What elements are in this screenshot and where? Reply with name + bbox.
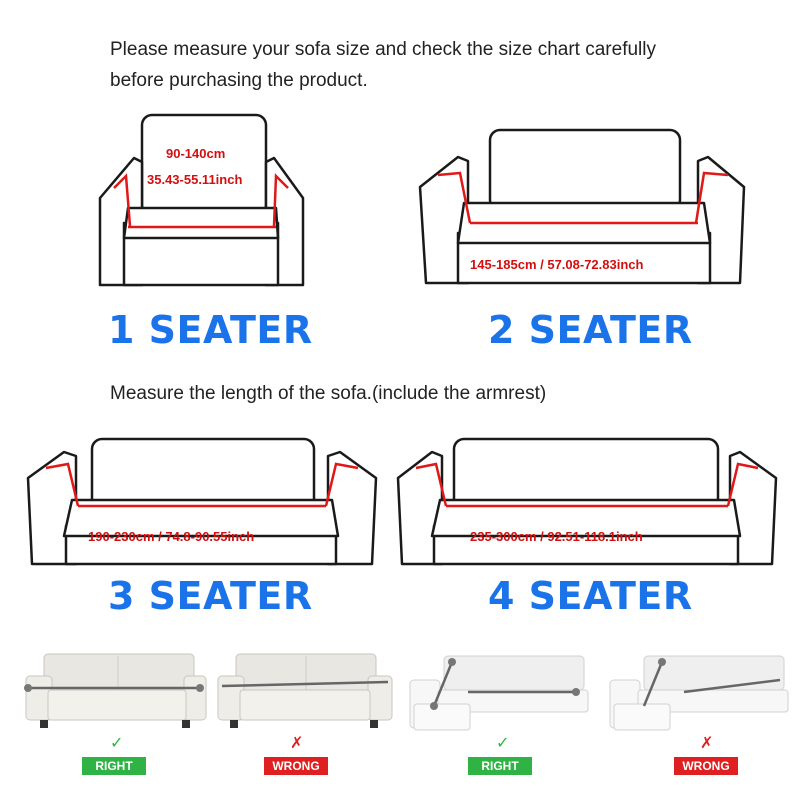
four-seater-label: 4 SEATER: [488, 574, 693, 618]
two-seater-label: 2 SEATER: [488, 308, 693, 352]
wrong-sectional-example-photo: [609, 655, 789, 731]
wrong-badge: WRONG: [674, 757, 738, 775]
right-badge: RIGHT: [468, 757, 532, 775]
right-badge: RIGHT: [82, 757, 146, 775]
wrong-badge: WRONG: [264, 757, 328, 775]
right-sofa-example-photo: [24, 653, 207, 728]
wrong-cross-icon: ✗: [700, 735, 714, 752]
one-seater-sofa-drawing: [98, 113, 305, 287]
two-seater-size: 145-185cm / 57.08-72.83inch: [470, 257, 644, 272]
three-seater-size: 190-230cm / 74.8-90.55inch: [88, 529, 255, 544]
four-seater-sofa-drawing: [396, 437, 778, 566]
two-seater-sofa-drawing: [418, 128, 746, 285]
three-seater-label: 3 SEATER: [108, 574, 313, 618]
armrest-note: Measure the length of the sofa.(include …: [110, 383, 547, 404]
one-seater-label: 1 SEATER: [108, 308, 313, 352]
three-seater-sofa-drawing: [26, 437, 378, 566]
intro-line-2: before purchasing the product.: [110, 70, 368, 91]
one-seater-size-inch: 35.43-55.11inch: [147, 172, 243, 187]
wrong-sofa-example-photo: [217, 653, 393, 728]
right-check-icon: ✓: [110, 735, 124, 752]
four-seater-size: 235-300cm / 92.51-118.1inch: [470, 529, 643, 544]
wrong-cross-icon: ✗: [290, 735, 304, 752]
intro-line-1: Please measure your sofa size and check …: [110, 39, 656, 60]
right-check-icon: ✓: [496, 735, 510, 752]
right-sectional-example-photo: [409, 655, 589, 731]
intro-text: Please measure your sofa size and check …: [110, 34, 770, 96]
one-seater-size-cm: 90-140cm: [166, 146, 226, 161]
